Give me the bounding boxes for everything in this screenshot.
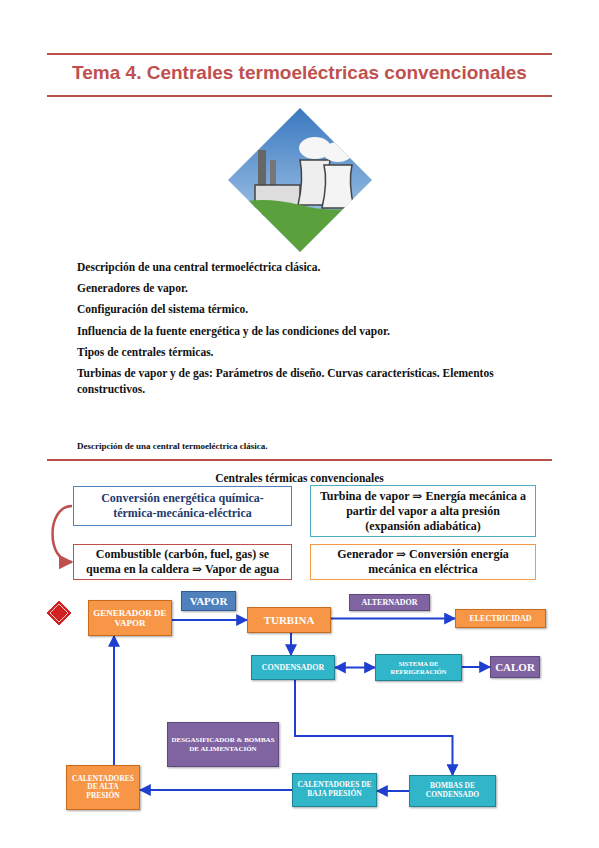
flow-arrow: [295, 680, 453, 775]
process-box: CONDENSADOR: [251, 655, 335, 680]
process-box: SISTEMA DE REFRIGERACIÓN: [375, 654, 462, 681]
info-box: Combustible (carbón, fuel, gas) se quema…: [73, 544, 292, 580]
node-text: ALTERNADOR: [361, 598, 417, 607]
output-box: ELECTRICIDAD: [455, 609, 546, 628]
node-text: Combustible (carbón, fuel, gas) se quema…: [80, 547, 285, 577]
process-box: GENERADOR DE VAPOR: [88, 600, 172, 636]
flow-arrow: [331, 618, 455, 620]
rule-line: [47, 53, 552, 55]
flow-arrow: [462, 666, 490, 668]
flow-arrow: [172, 619, 247, 621]
info-box: Generador ⇒ Conversión energía mecánica …: [310, 544, 536, 580]
flow-arrow: [335, 667, 375, 669]
node-text: SISTEMA DE REFRIGERACIÓN: [379, 660, 458, 675]
hazard-diamond: [46, 600, 72, 626]
label-box: VAPOR: [181, 591, 236, 611]
label-box: ALTERNADOR: [349, 594, 430, 611]
label-box: DESGASIFICADOR & BOMBAS DE ALIMENTACIÓN: [167, 722, 279, 767]
flow-arrow: [140, 789, 292, 791]
topic-item: Configuración del sistema térmico.: [77, 301, 557, 317]
node-text: Generador ⇒ Conversión energía mecánica …: [317, 547, 529, 577]
topic-item: Tipos de centrales térmicas.: [77, 344, 557, 360]
node-text: CALOR: [495, 661, 535, 674]
power-plant-icon: [228, 108, 372, 252]
node-text: VAPOR: [190, 595, 228, 608]
node-text: CALENTADORES DE BAJA PRESIÓN: [296, 781, 373, 798]
output-box: CALOR: [490, 656, 540, 678]
page-title: Tema 4. Centrales termoeléctricas conven…: [0, 62, 599, 84]
section-label: Descripción de una central termoeléctric…: [77, 440, 557, 453]
node-text: Turbina de vapor ⇒ Energía mecánica a pa…: [317, 489, 529, 534]
node-text: Conversión energética química-térmica-me…: [80, 491, 285, 521]
rule-line: [47, 459, 552, 461]
section-heading: Centrales térmicas convencionales: [0, 470, 599, 486]
node-text: ELECTRICIDAD: [469, 614, 531, 623]
rule-line: [47, 95, 552, 97]
flow-arrow: [113, 636, 115, 765]
flow-arrow: [290, 633, 292, 655]
info-box: Conversión energética química-térmica-me…: [73, 486, 292, 526]
curved-arrow: [53, 506, 73, 562]
node-text: DESGASIFICADOR & BOMBAS DE ALIMENTACIÓN: [171, 736, 275, 752]
node-text: CALENTADORES DE ALTA PRESIÓN: [70, 775, 136, 801]
process-box: CALENTADORES DE ALTA PRESIÓN: [66, 765, 140, 810]
process-box: TURBINA: [247, 607, 331, 633]
node-text: GENERADOR DE VAPOR: [92, 608, 168, 629]
flow-arrow: [377, 790, 409, 792]
info-box: Turbina de vapor ⇒ Energía mecánica a pa…: [310, 485, 536, 537]
node-text: BOMBAS DE CONDENSADO: [413, 782, 492, 799]
node-text: CONDENSADOR: [262, 663, 325, 672]
process-box: BOMBAS DE CONDENSADO: [409, 775, 496, 807]
topic-item: Generadores de vapor.: [77, 280, 557, 296]
topic-item: Turbinas de vapor y de gas: Parámetros d…: [77, 365, 552, 397]
topic-item: Descripción de una central termoeléctric…: [77, 259, 557, 275]
node-text: TURBINA: [264, 614, 315, 627]
topic-item: Influencia de la fuente energética y de …: [77, 323, 557, 339]
process-box: CALENTADORES DE BAJA PRESIÓN: [292, 773, 377, 807]
